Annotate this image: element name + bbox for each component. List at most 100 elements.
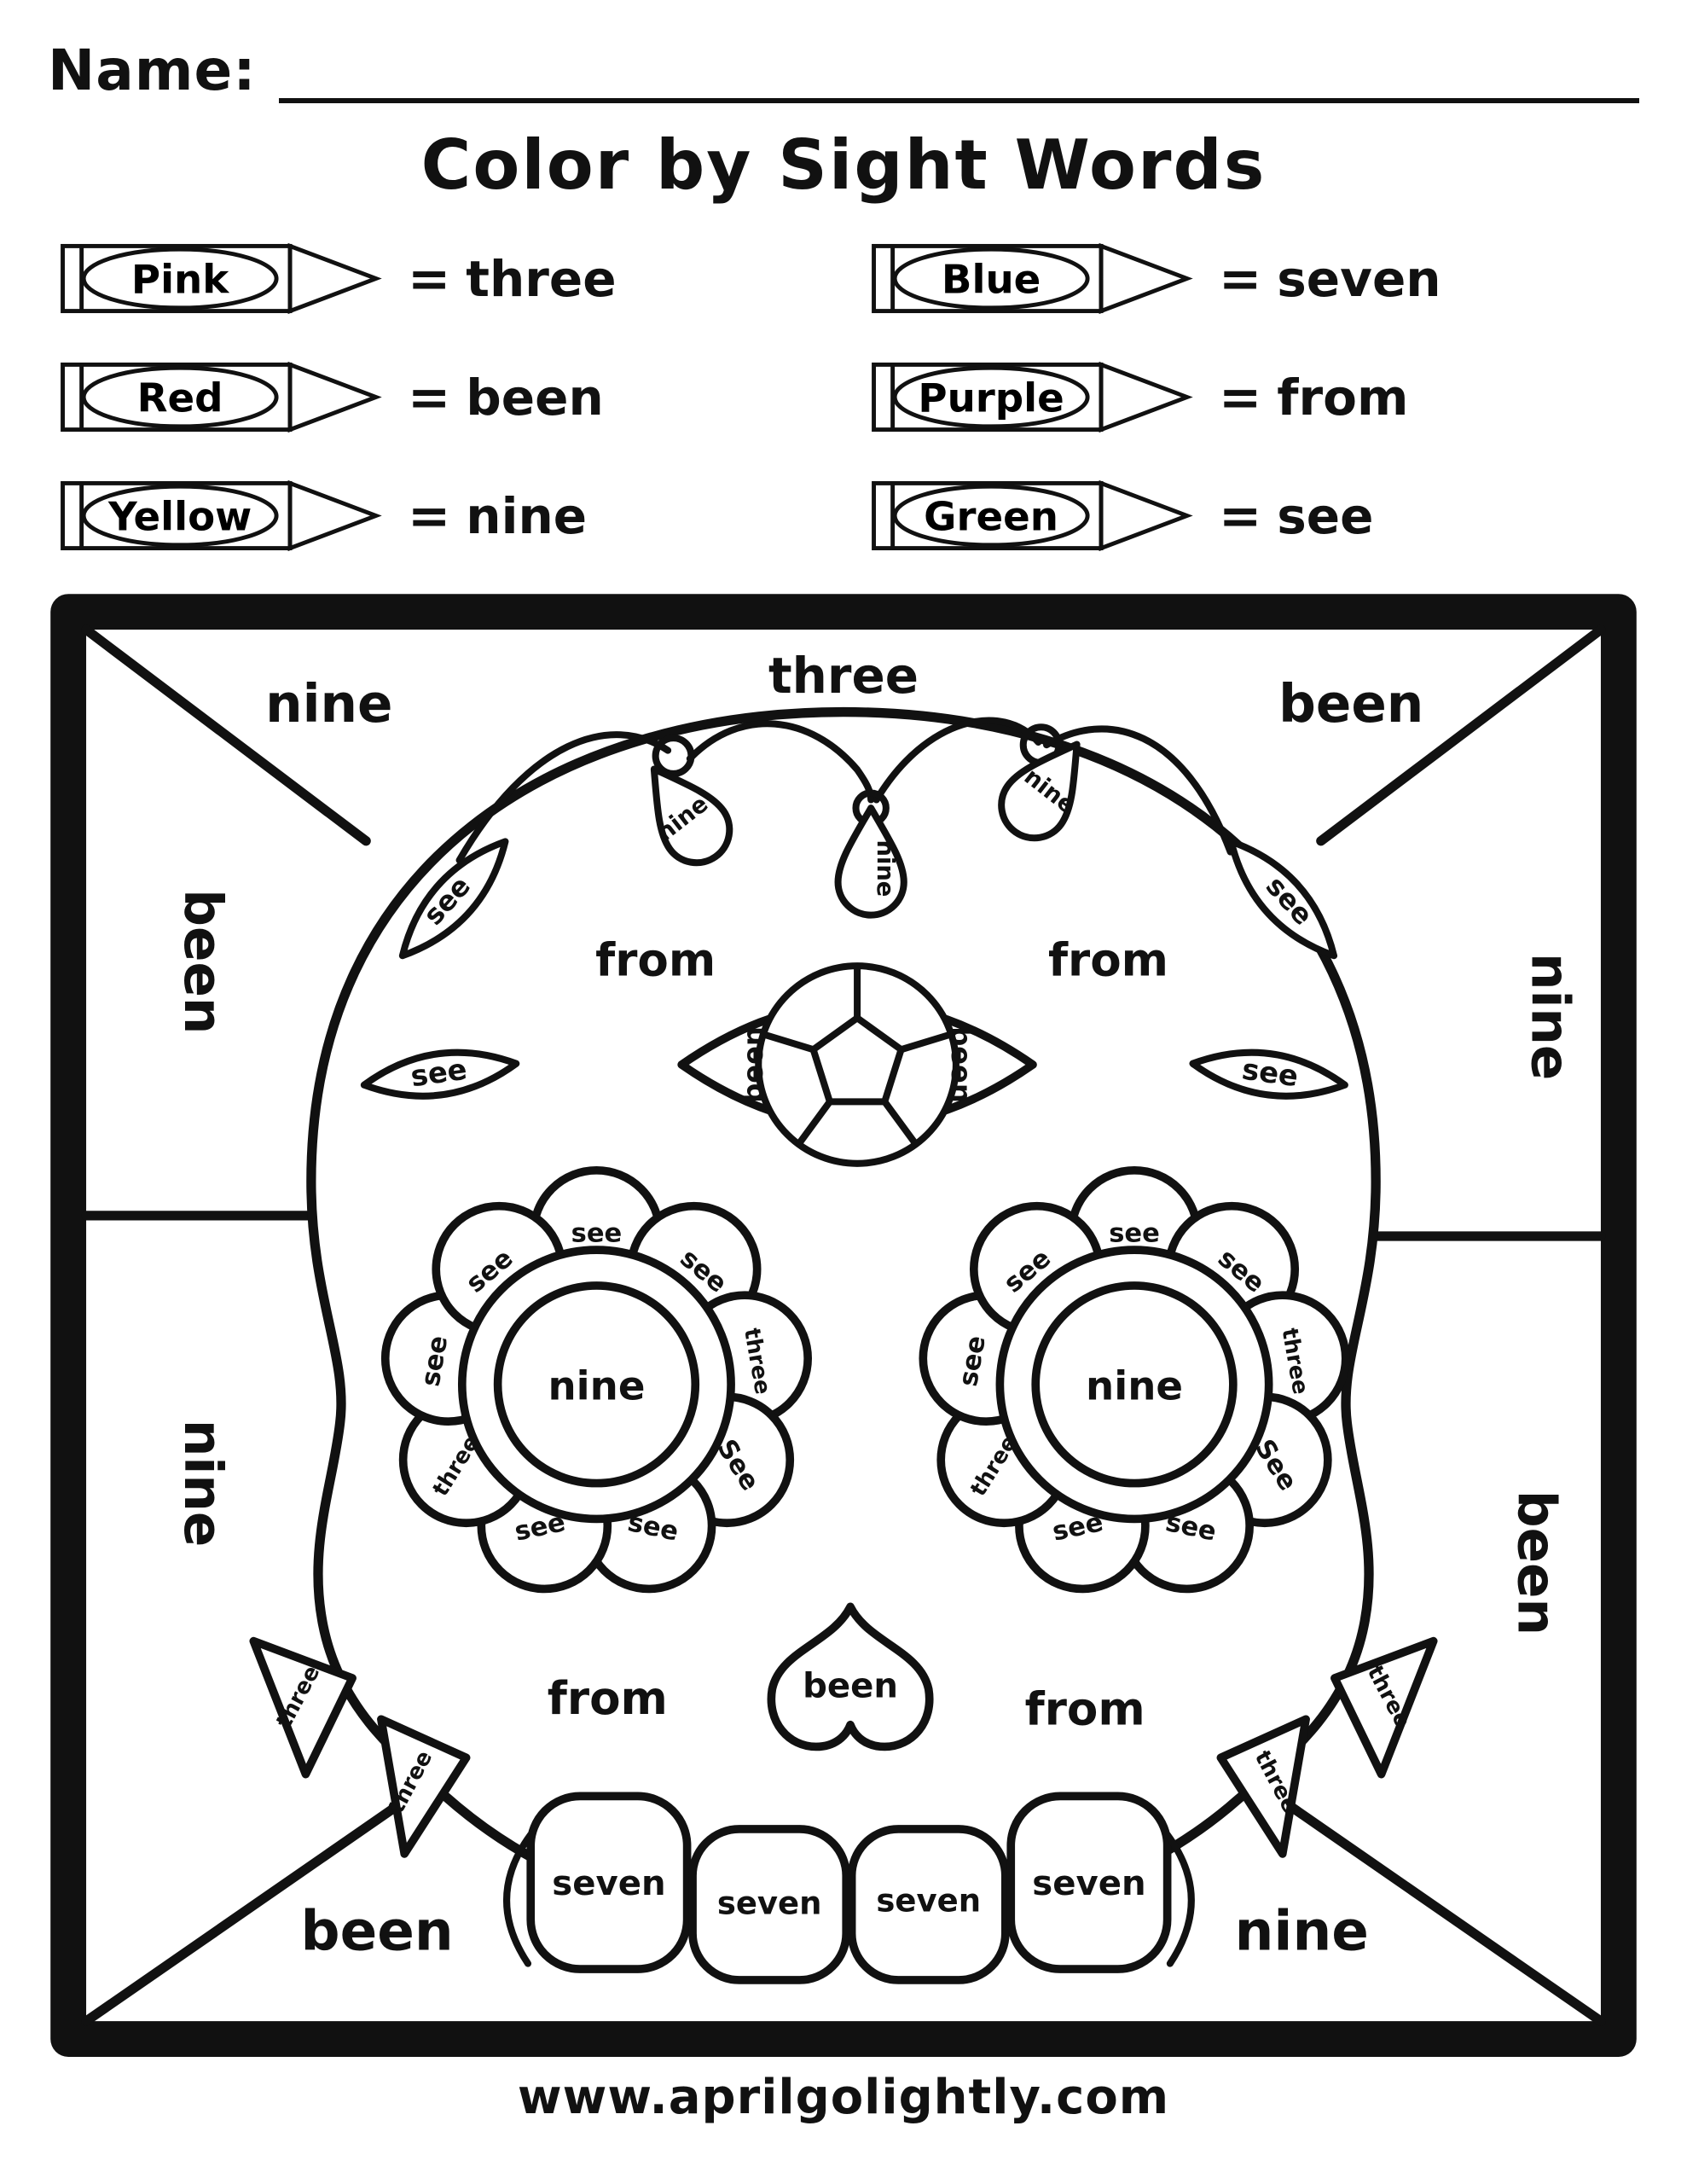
region-word-seven: seven xyxy=(717,1885,822,1922)
legend-item-red: Red = been xyxy=(58,349,818,445)
coloring-puzzle: nine three been been nine nine been been nine nin… xyxy=(48,591,1639,2059)
region-word-three: three xyxy=(768,647,919,705)
crayon-icon: Green xyxy=(872,479,1193,552)
crayon-icon: Blue xyxy=(872,242,1193,315)
region-word-from: from xyxy=(1048,933,1168,986)
region-word-been: been xyxy=(301,1900,454,1964)
region-word-nine: nine xyxy=(1086,1362,1183,1409)
region-word-from: from xyxy=(1025,1683,1145,1736)
divider-line xyxy=(81,1769,448,2026)
region-word-from: from xyxy=(548,1672,668,1725)
footer-url: www.aprilgolightly.com xyxy=(517,2070,1170,2126)
legend-word: been xyxy=(466,368,604,427)
third-eye-spoke xyxy=(897,1031,954,1054)
third-eye-pentagon[interactable] xyxy=(809,1014,905,1106)
crayon-color-label: Red xyxy=(137,376,223,422)
legend-item-blue: Blue = seven xyxy=(869,230,1629,327)
legend-item-green: Green = see xyxy=(869,468,1629,564)
teardrop-charm[interactable] xyxy=(988,725,1104,851)
page-title: Color by Sight Words xyxy=(420,125,1267,205)
fang-triangle[interactable] xyxy=(377,1715,471,1858)
crayon-color-label: Blue xyxy=(942,258,1041,304)
color-legend: Pink = three Blue = seven xyxy=(48,230,1639,564)
fang-triangle[interactable] xyxy=(1216,1715,1310,1858)
region-word-see: see xyxy=(1240,1053,1301,1094)
jaw-curl xyxy=(1163,1831,1195,1967)
region-word-been: been xyxy=(945,1026,977,1103)
region-word-been: been xyxy=(1505,1490,1566,1635)
legend-word: see xyxy=(1277,486,1374,545)
third-eye-spoke xyxy=(796,1098,833,1147)
region-word-seven: seven xyxy=(876,1882,981,1919)
divider-line xyxy=(1316,624,1606,846)
worksheet-page: Name: Color by Sight Words Pink = three xyxy=(48,38,1639,2126)
name-blank-line[interactable] xyxy=(278,40,1639,103)
legend-word: three xyxy=(466,249,617,308)
right-eye-flower[interactable] xyxy=(919,1166,1350,1594)
region-word-from: from xyxy=(595,933,716,986)
curl-line xyxy=(872,717,1042,804)
legend-word: from xyxy=(1277,368,1409,427)
region-word-nine: nine xyxy=(172,1420,233,1547)
crayon-color-label: Green xyxy=(924,495,1058,541)
region-word-nine: nine xyxy=(872,840,898,897)
divider-line xyxy=(81,624,371,846)
name-row: Name: xyxy=(48,38,1639,103)
region-word-nine: nine xyxy=(265,674,392,735)
region-word-been: been xyxy=(803,1667,898,1706)
equals-sign: = xyxy=(1219,367,1262,427)
region-word-see: see xyxy=(571,1218,623,1248)
region-word-nine: nine xyxy=(1520,953,1580,1080)
legend-item-purple: Purple = from xyxy=(869,349,1629,445)
crayon-icon: Pink xyxy=(61,242,382,315)
legend-item-yellow: Yellow = nine xyxy=(58,468,818,564)
region-word-been: been xyxy=(737,1026,769,1103)
equals-sign: = xyxy=(408,367,451,427)
crayon-color-label: Pink xyxy=(131,258,229,304)
region-word-seven: seven xyxy=(552,1864,665,1903)
leaf-shape[interactable] xyxy=(360,1043,520,1106)
leaf-shape[interactable] xyxy=(1216,828,1349,969)
crayon-color-label: Purple xyxy=(918,376,1064,422)
curl-line xyxy=(455,731,672,864)
leaf-shape[interactable] xyxy=(387,828,520,969)
teardrop-charm[interactable] xyxy=(834,804,907,919)
left-eye-flower[interactable] xyxy=(380,1166,813,1594)
curl-line xyxy=(1043,725,1234,856)
divider-line xyxy=(1239,1769,1606,2026)
legend-word: seven xyxy=(1277,249,1441,308)
third-eye-spoke xyxy=(760,1031,817,1054)
crayon-icon: Yellow xyxy=(61,479,382,552)
heart-nose[interactable] xyxy=(767,1602,934,1751)
name-label: Name: xyxy=(48,38,257,103)
equals-sign: = xyxy=(408,485,451,546)
flower-center[interactable] xyxy=(493,1281,700,1488)
region-word-nine: nine xyxy=(1235,1900,1369,1964)
tooth[interactable] xyxy=(688,1825,851,1984)
curl-line xyxy=(686,720,875,804)
region-word-been: been xyxy=(1278,674,1423,735)
tooth[interactable] xyxy=(847,1825,1010,1984)
teardrop-charm[interactable] xyxy=(627,750,742,875)
region-word-been: been xyxy=(172,889,233,1034)
region-word-see: see xyxy=(409,1053,469,1094)
region-word-seven: seven xyxy=(1032,1864,1145,1903)
equals-sign: = xyxy=(1219,248,1262,309)
crayon-icon: Purple xyxy=(872,361,1193,433)
tooth[interactable] xyxy=(1006,1792,1172,1973)
crayon-icon: Red xyxy=(61,361,382,433)
equals-sign: = xyxy=(408,248,451,309)
third-eye-spoke xyxy=(881,1098,919,1147)
coloring-canvas[interactable]: nine three been been nine nine been been nine nin… xyxy=(48,591,1639,2059)
leaf-shape[interactable] xyxy=(1189,1043,1348,1106)
tooth[interactable] xyxy=(526,1792,692,1973)
region-word-see: see xyxy=(1109,1218,1160,1248)
flower-center[interactable] xyxy=(1031,1281,1238,1488)
legend-item-pink: Pink = three xyxy=(58,230,818,327)
fang-triangle[interactable] xyxy=(1330,1636,1438,1779)
region-word-nine: nine xyxy=(548,1362,645,1409)
curl-loop xyxy=(652,735,695,777)
equals-sign: = xyxy=(1219,485,1262,546)
crayon-color-label: Yellow xyxy=(107,495,252,541)
fang-triangle[interactable] xyxy=(249,1636,357,1779)
